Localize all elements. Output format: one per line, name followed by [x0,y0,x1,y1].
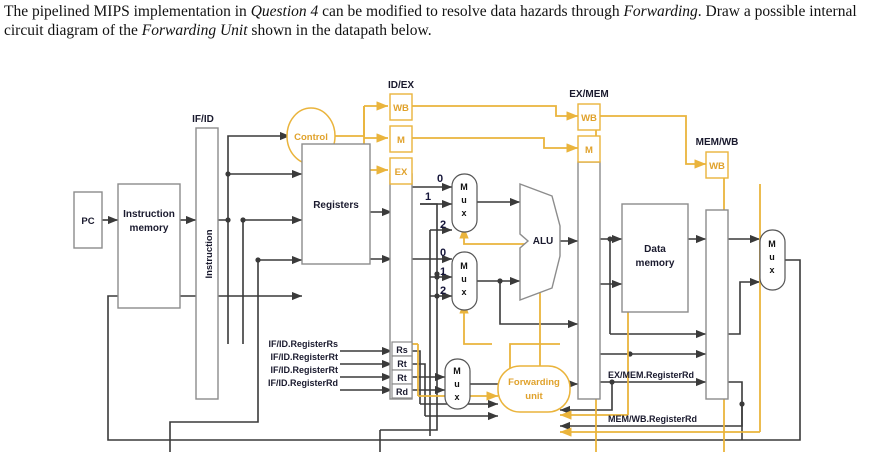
prompt-text-1: The pipelined MIPS implementation in [4,3,251,20]
mem-wb-register [705,209,729,400]
instruction-memory-label-2: memory [130,223,169,234]
mem-wb-wb-field [705,151,729,179]
mux-a-letter-u: u [461,195,467,205]
mux-a-input-0-label: 0 [437,173,443,185]
mux-b-input-2-label: 2 [440,285,446,297]
mux-d-letter-u: u [769,252,775,262]
register-file-label: Registers [313,200,359,211]
ex-mem-register-label: EX/MEM [569,89,608,100]
mux-b-letter-u: u [461,274,467,284]
if-id-register [195,127,219,400]
mux-b-input-1-label: 1 [440,266,446,278]
ex-mem-wb-label: WB [581,113,597,124]
prompt-text-2: can be modified to resolve data hazards … [318,3,624,20]
prompt-text-5: shown in the datapath below. [247,22,432,39]
instruction-memory-label-1: Instruction [123,209,175,220]
alu-src-b-mux [451,251,478,311]
wire-idex-wb-to-exmem [412,105,579,121]
prompt-text-4: possible internal circuit diagram of the [4,3,857,39]
pc-label: PC [81,216,94,227]
id-ex-ex-label: EX [395,167,408,178]
prompt-text-3: . Draw a [697,3,751,20]
mux-b-letter-x: x [461,287,466,297]
wire-fwd-to-muxa-ctrl [459,226,541,374]
alu-block [519,182,561,302]
pc-register [73,191,103,249]
mem-wb-register-label: MEM/WB [696,137,739,148]
bus-label-memwb-rd: MEM/WB.RegisterRd [608,414,697,424]
id-ex-ex-field [389,157,413,185]
datapath-diagram: PC Instruction memory IF/ID Instruction … [0,44,883,452]
id-ex-m-label: M [397,135,405,146]
data-memory-label-2: memory [636,258,675,269]
field-label-rs: Rs [396,345,408,355]
forwarding-unit-label-1: Forwarding [508,377,560,388]
mux-a-input-2-label: 2 [440,219,446,231]
register-file-block [301,143,371,265]
id-ex-wb-field [389,93,413,121]
data-memory-label-1: Data [644,244,666,255]
instruction-bus-label: Instruction [204,229,215,278]
bus-label-exmem-rd: EX/MEM.RegisterRd [608,370,694,380]
bus-label-ifid-rt-1: IF/ID.RegisterRt [270,352,338,362]
instruction-memory-block [117,183,181,309]
id-ex-wb-label: WB [393,103,409,114]
ex-mem-wb-field [577,103,601,131]
reg-dst-mux [444,358,471,410]
question-prompt: The pipelined MIPS implementation in Que… [4,2,876,40]
mux-a-letter-m: M [460,182,468,192]
field-label-rd: Rd [396,387,408,397]
mux-c-letter-u: u [454,379,460,389]
ex-mem-m-field [577,135,601,163]
wire-idex-m-to-exmem [412,137,579,153]
field-label-rt-1: Rt [397,359,407,369]
data-memory-block [621,203,689,313]
prompt-emphasis-forwarding-unit: Forwarding Unit [141,22,248,39]
forwarding-unit-block [497,365,571,413]
id-ex-register-label: ID/EX [388,80,414,91]
mux-d-letter-x: x [769,265,774,275]
mux-a-letter-x: x [461,208,466,218]
alu-src-a-mux [451,173,478,233]
wire-exmem-wb-to-memwb [600,115,707,169]
mux-c-letter-m: M [453,366,461,376]
ex-mem-m-label: M [585,145,593,156]
wire-memwb-to-wbmux-1 [728,277,761,335]
wire-ifid-to-control [218,131,291,221]
mem-wb-wb-label: WB [709,161,725,172]
mux-d-letter-m: M [768,239,776,249]
id-ex-m-field [389,125,413,153]
wire-muxb-to-exmem-wdata [499,281,579,329]
mux-b-letter-m: M [460,261,468,271]
control-unit-label: Control [294,132,328,143]
prompt-emphasis-question4: Question 4 [250,3,319,20]
mem-to-reg-mux [759,229,786,291]
ex-mem-register [577,161,601,400]
mux-c-letter-x: x [454,392,459,402]
forwarding-unit-label-2: unit [525,391,543,402]
bus-label-ifid-rt-2: IF/ID.RegisterRt [270,365,338,375]
bus-label-ifid-rd: IF/ID.RegisterRd [268,378,338,388]
field-label-rt-2: Rt [397,373,407,383]
if-id-register-label: IF/ID [192,114,214,125]
field-box-rd [391,383,413,399]
bus-label-ifid-rs: IF/ID.RegisterRs [268,339,338,349]
mux-b-input-0-label: 0 [440,247,446,259]
mux-a-input-1-label: 1 [425,191,431,203]
alu-label: ALU [533,236,554,247]
wire-exmem-rd-to-fwd [559,382,613,415]
prompt-emphasis-forwarding: Forwarding [623,3,698,20]
